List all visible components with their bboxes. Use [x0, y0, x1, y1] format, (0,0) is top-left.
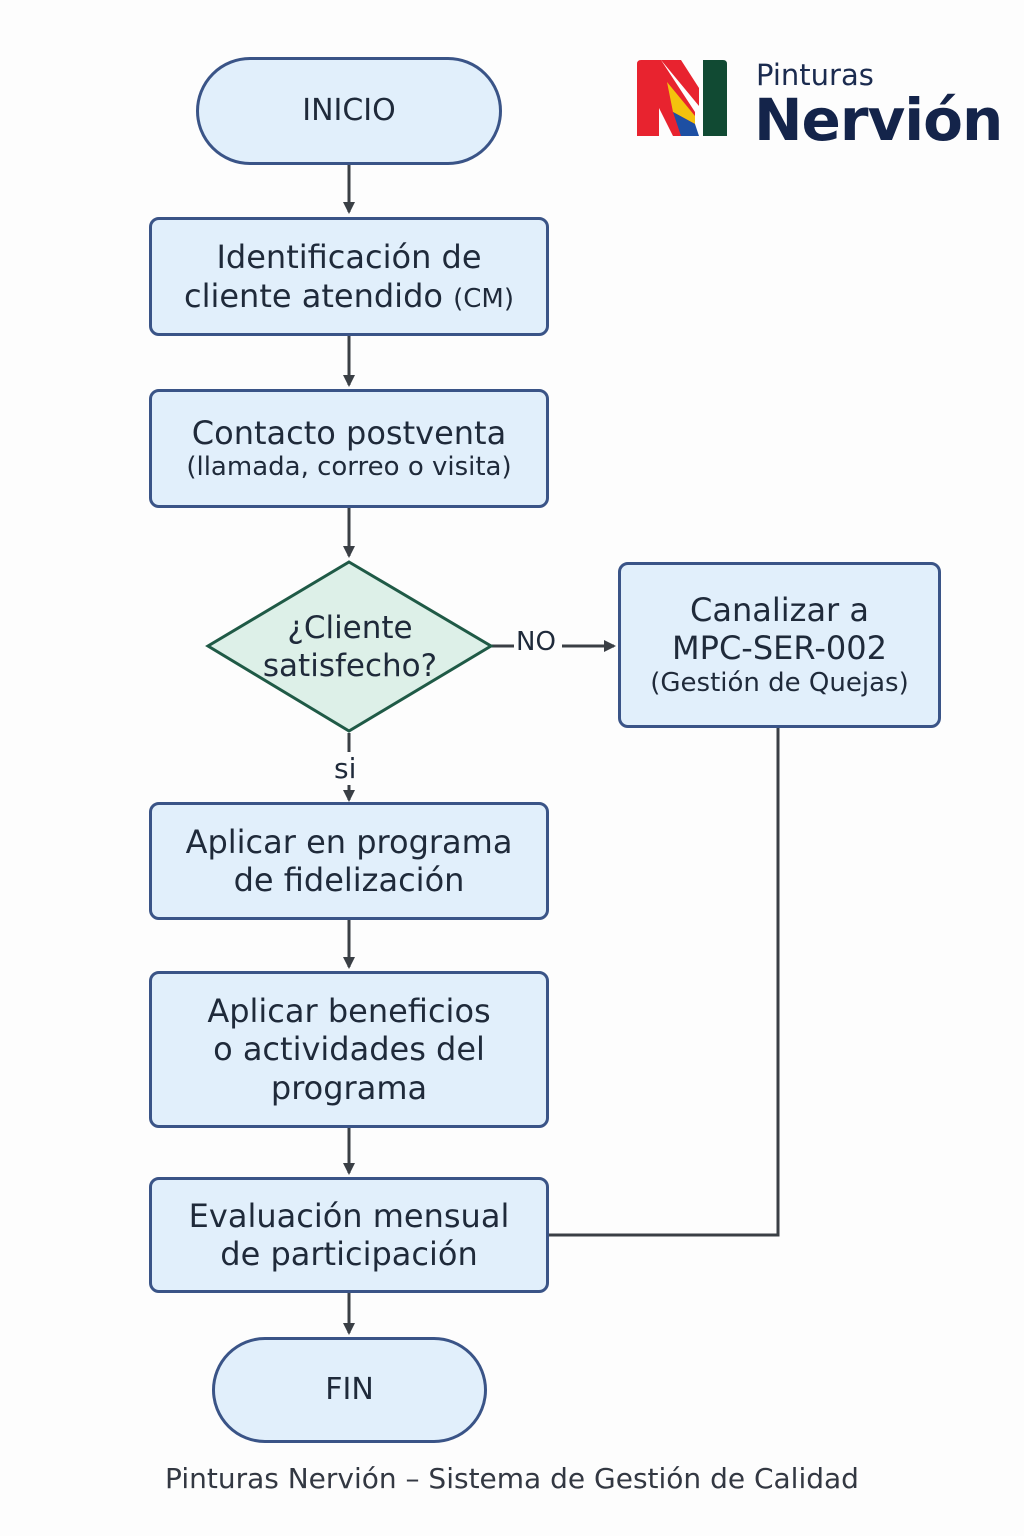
benefits-line-1: Aplicar beneficios	[207, 991, 491, 1030]
channel-line-2: MPC-SER-002	[672, 629, 887, 668]
evaluation-line-1: Evaluación mensual	[188, 1196, 510, 1235]
channel-line-1: Canalizar a	[690, 591, 869, 630]
benefits-line-2: o actividades del	[213, 1030, 485, 1069]
brand-name-small: Pinturas	[756, 58, 874, 92]
postsale-contact-step: Contacto postventa (llamada, correo o vi…	[149, 389, 549, 508]
decision-label: ¿Cliente satisfecho?	[210, 565, 490, 730]
footer-caption: Pinturas Nervión – Sistema de Gestión de…	[165, 1462, 859, 1495]
benefits-line-3: programa	[270, 1068, 428, 1107]
identify-line-2-main: cliente atendido	[183, 276, 443, 315]
identify-client-step: Identificación de cliente atendido (CM)	[149, 217, 549, 336]
loyalty-program-step: Aplicar en programa de fidelización	[149, 802, 549, 920]
channel-complaint-step: Canalizar a MPC-SER-002 (Gestión de Quej…	[618, 562, 941, 728]
identify-line-2-suffix: (CM)	[453, 283, 514, 314]
line-channel-to-evaluation	[549, 728, 780, 1237]
end-node-label: FIN	[325, 1372, 374, 1407]
identify-line-1: Identificación de	[216, 238, 482, 277]
program-line-2: de fidelización	[233, 861, 465, 899]
evaluation-line-2: de participación	[220, 1235, 478, 1273]
decision-line-2: satisfecho?	[262, 647, 438, 684]
contact-line-1: Contacto postventa	[191, 413, 507, 452]
decision-diamond	[205, 560, 494, 733]
monthly-evaluation-step: Evaluación mensual de participación	[149, 1177, 549, 1293]
start-node-label: INICIO	[302, 93, 396, 128]
no-branch-label: NO	[514, 627, 558, 657]
channel-line-3: (Gestión de Quejas)	[650, 667, 909, 698]
end-node: FIN	[212, 1337, 487, 1443]
pinturas-nervion-logo-icon	[637, 60, 727, 136]
program-line-1: Aplicar en programa	[185, 822, 513, 861]
start-node: INICIO	[196, 57, 502, 165]
yes-branch-label: si	[332, 752, 359, 785]
decision-line-1: ¿Cliente	[287, 610, 413, 647]
benefits-step: Aplicar beneficios o actividades del pro…	[149, 971, 549, 1128]
identify-line-2: cliente atendido (CM)	[184, 277, 514, 315]
brand-name-large: Nervión	[754, 86, 1003, 154]
contact-line-2: (llamada, correo o visita)	[186, 452, 512, 483]
